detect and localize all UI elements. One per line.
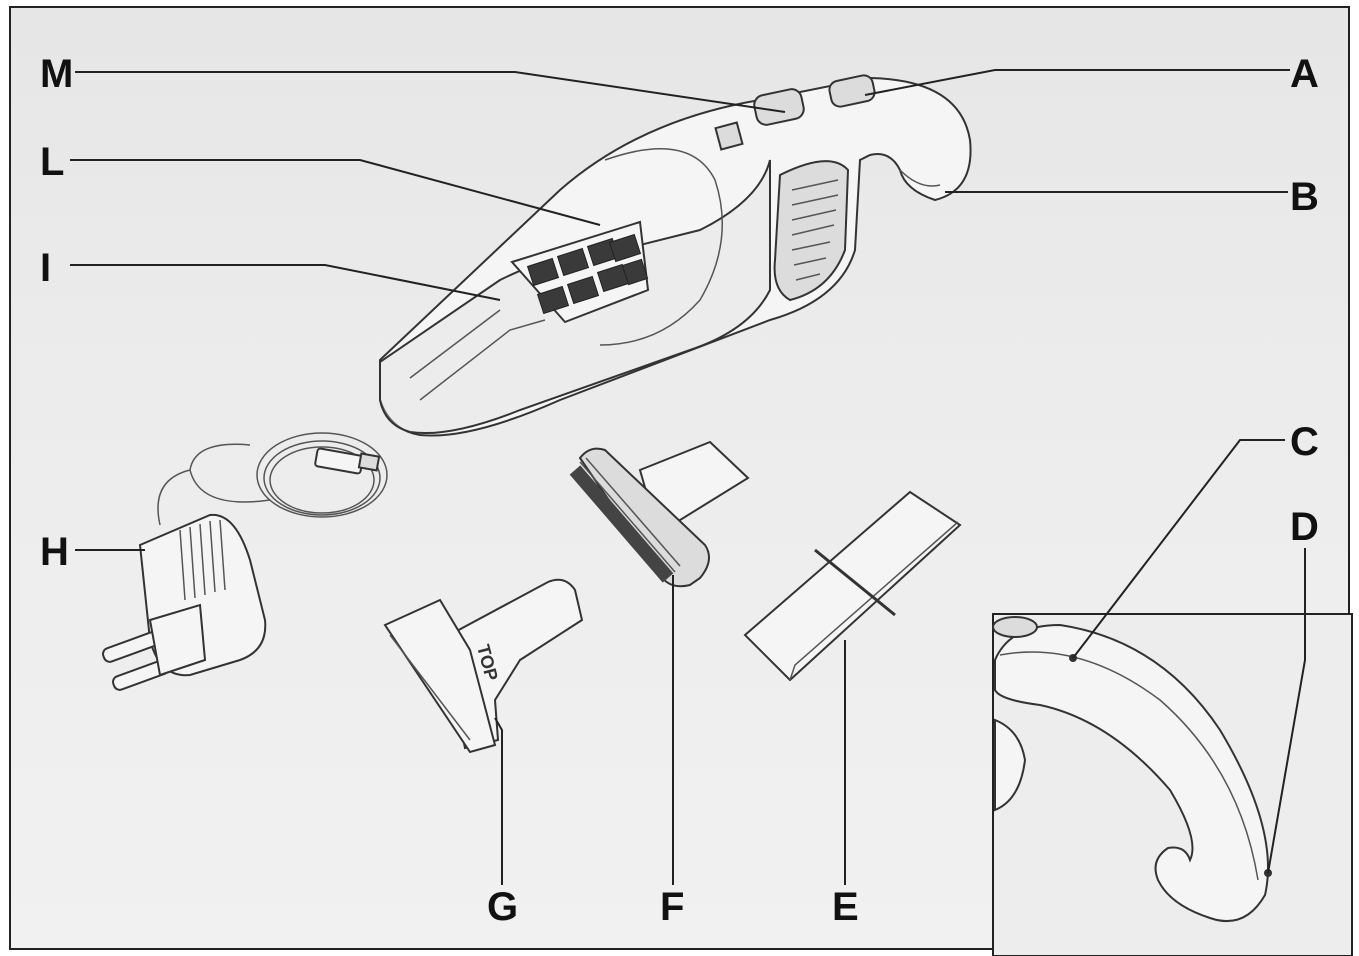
release-button-icon <box>828 74 876 108</box>
label-e: E <box>832 885 859 929</box>
label-h: H <box>40 530 69 574</box>
label-g: G <box>487 885 518 929</box>
label-f: F <box>660 885 684 929</box>
vacuum-body <box>379 74 972 437</box>
filter-grill-icon <box>510 220 650 324</box>
crevice-tool-accessory <box>743 490 962 682</box>
label-a: A <box>1290 52 1319 96</box>
power-button-icon <box>753 88 805 126</box>
label-c: C <box>1290 420 1319 464</box>
label-l: L <box>40 140 64 184</box>
label-b: B <box>1290 175 1319 219</box>
label-i: I <box>40 246 51 290</box>
brush-nozzle-accessory <box>569 440 750 588</box>
label-m: M <box>40 52 73 96</box>
wide-nozzle-accessory: TOP <box>383 578 584 754</box>
leader-lines <box>70 69 1306 885</box>
charger-adapter <box>102 432 388 691</box>
callout-labels: M L I H A B C D G F E <box>40 52 1319 929</box>
label-d: D <box>1290 505 1319 549</box>
detail-inset <box>992 613 1353 956</box>
